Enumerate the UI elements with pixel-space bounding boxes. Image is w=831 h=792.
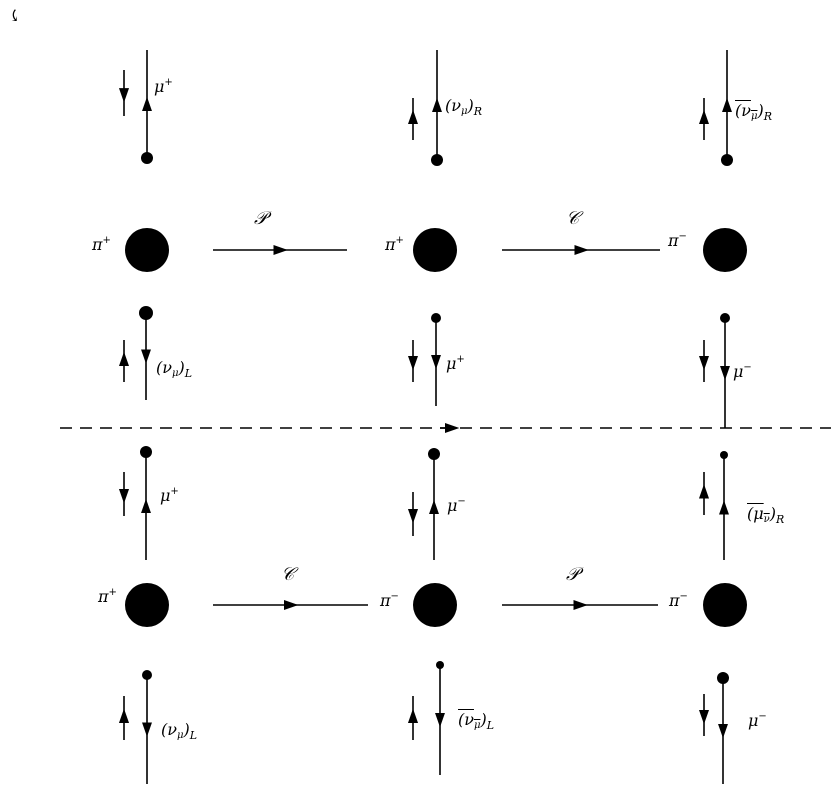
pion-label: π− xyxy=(380,591,399,610)
transform-label-charge-top: 𝒞 xyxy=(566,208,580,229)
transform-label-parity-bottom: 𝒫 xyxy=(566,564,579,585)
lepton-vertex-dot xyxy=(720,451,728,459)
lepton-vertex-dot xyxy=(142,670,152,680)
lepton-label: μ+ xyxy=(160,486,179,505)
transform-label-charge-bottom: 𝒞 xyxy=(281,564,295,585)
lepton-label: (νμ)L xyxy=(458,710,495,732)
lepton-label: (νμ)L xyxy=(156,358,193,380)
lepton-vertex-dot xyxy=(431,313,441,323)
pion-blob xyxy=(703,228,747,272)
lepton-label: (νμ)R xyxy=(735,101,773,123)
pion-blob xyxy=(125,583,169,627)
lepton-label: μ− xyxy=(748,711,767,730)
lepton-vertex-dot xyxy=(717,672,729,684)
pion-label: π+ xyxy=(385,235,404,254)
transform-label-parity-top: 𝒫 xyxy=(254,208,267,229)
lepton-label: (μν)R xyxy=(747,504,785,526)
lepton-vertex-dot xyxy=(141,152,153,164)
corner-arrow-mark: ⤹ xyxy=(8,6,22,25)
lepton-label: μ+ xyxy=(154,77,173,96)
pion-blob xyxy=(413,583,457,627)
pion-blob xyxy=(703,583,747,627)
lepton-vertex-dot xyxy=(140,446,152,458)
pion-blob xyxy=(125,228,169,272)
lepton-vertex-dot xyxy=(428,448,440,460)
pion-label: π+ xyxy=(92,235,111,254)
pion-label: π− xyxy=(668,231,687,250)
lepton-label: (νμ)L xyxy=(161,720,198,742)
pion-label: π− xyxy=(669,591,688,610)
lepton-label: μ+ xyxy=(446,354,465,373)
lepton-label: (νμ)R xyxy=(445,96,483,118)
lepton-label: μ− xyxy=(447,496,466,515)
pion-blob xyxy=(413,228,457,272)
lepton-vertex-dot xyxy=(436,661,444,669)
lepton-label: μ− xyxy=(733,362,752,381)
pion-label: π+ xyxy=(98,587,117,606)
lepton-vertex-dot xyxy=(720,313,730,323)
lepton-vertex-dot xyxy=(431,154,443,166)
lepton-vertex-dot xyxy=(139,306,153,320)
lepton-vertex-dot xyxy=(721,154,733,166)
